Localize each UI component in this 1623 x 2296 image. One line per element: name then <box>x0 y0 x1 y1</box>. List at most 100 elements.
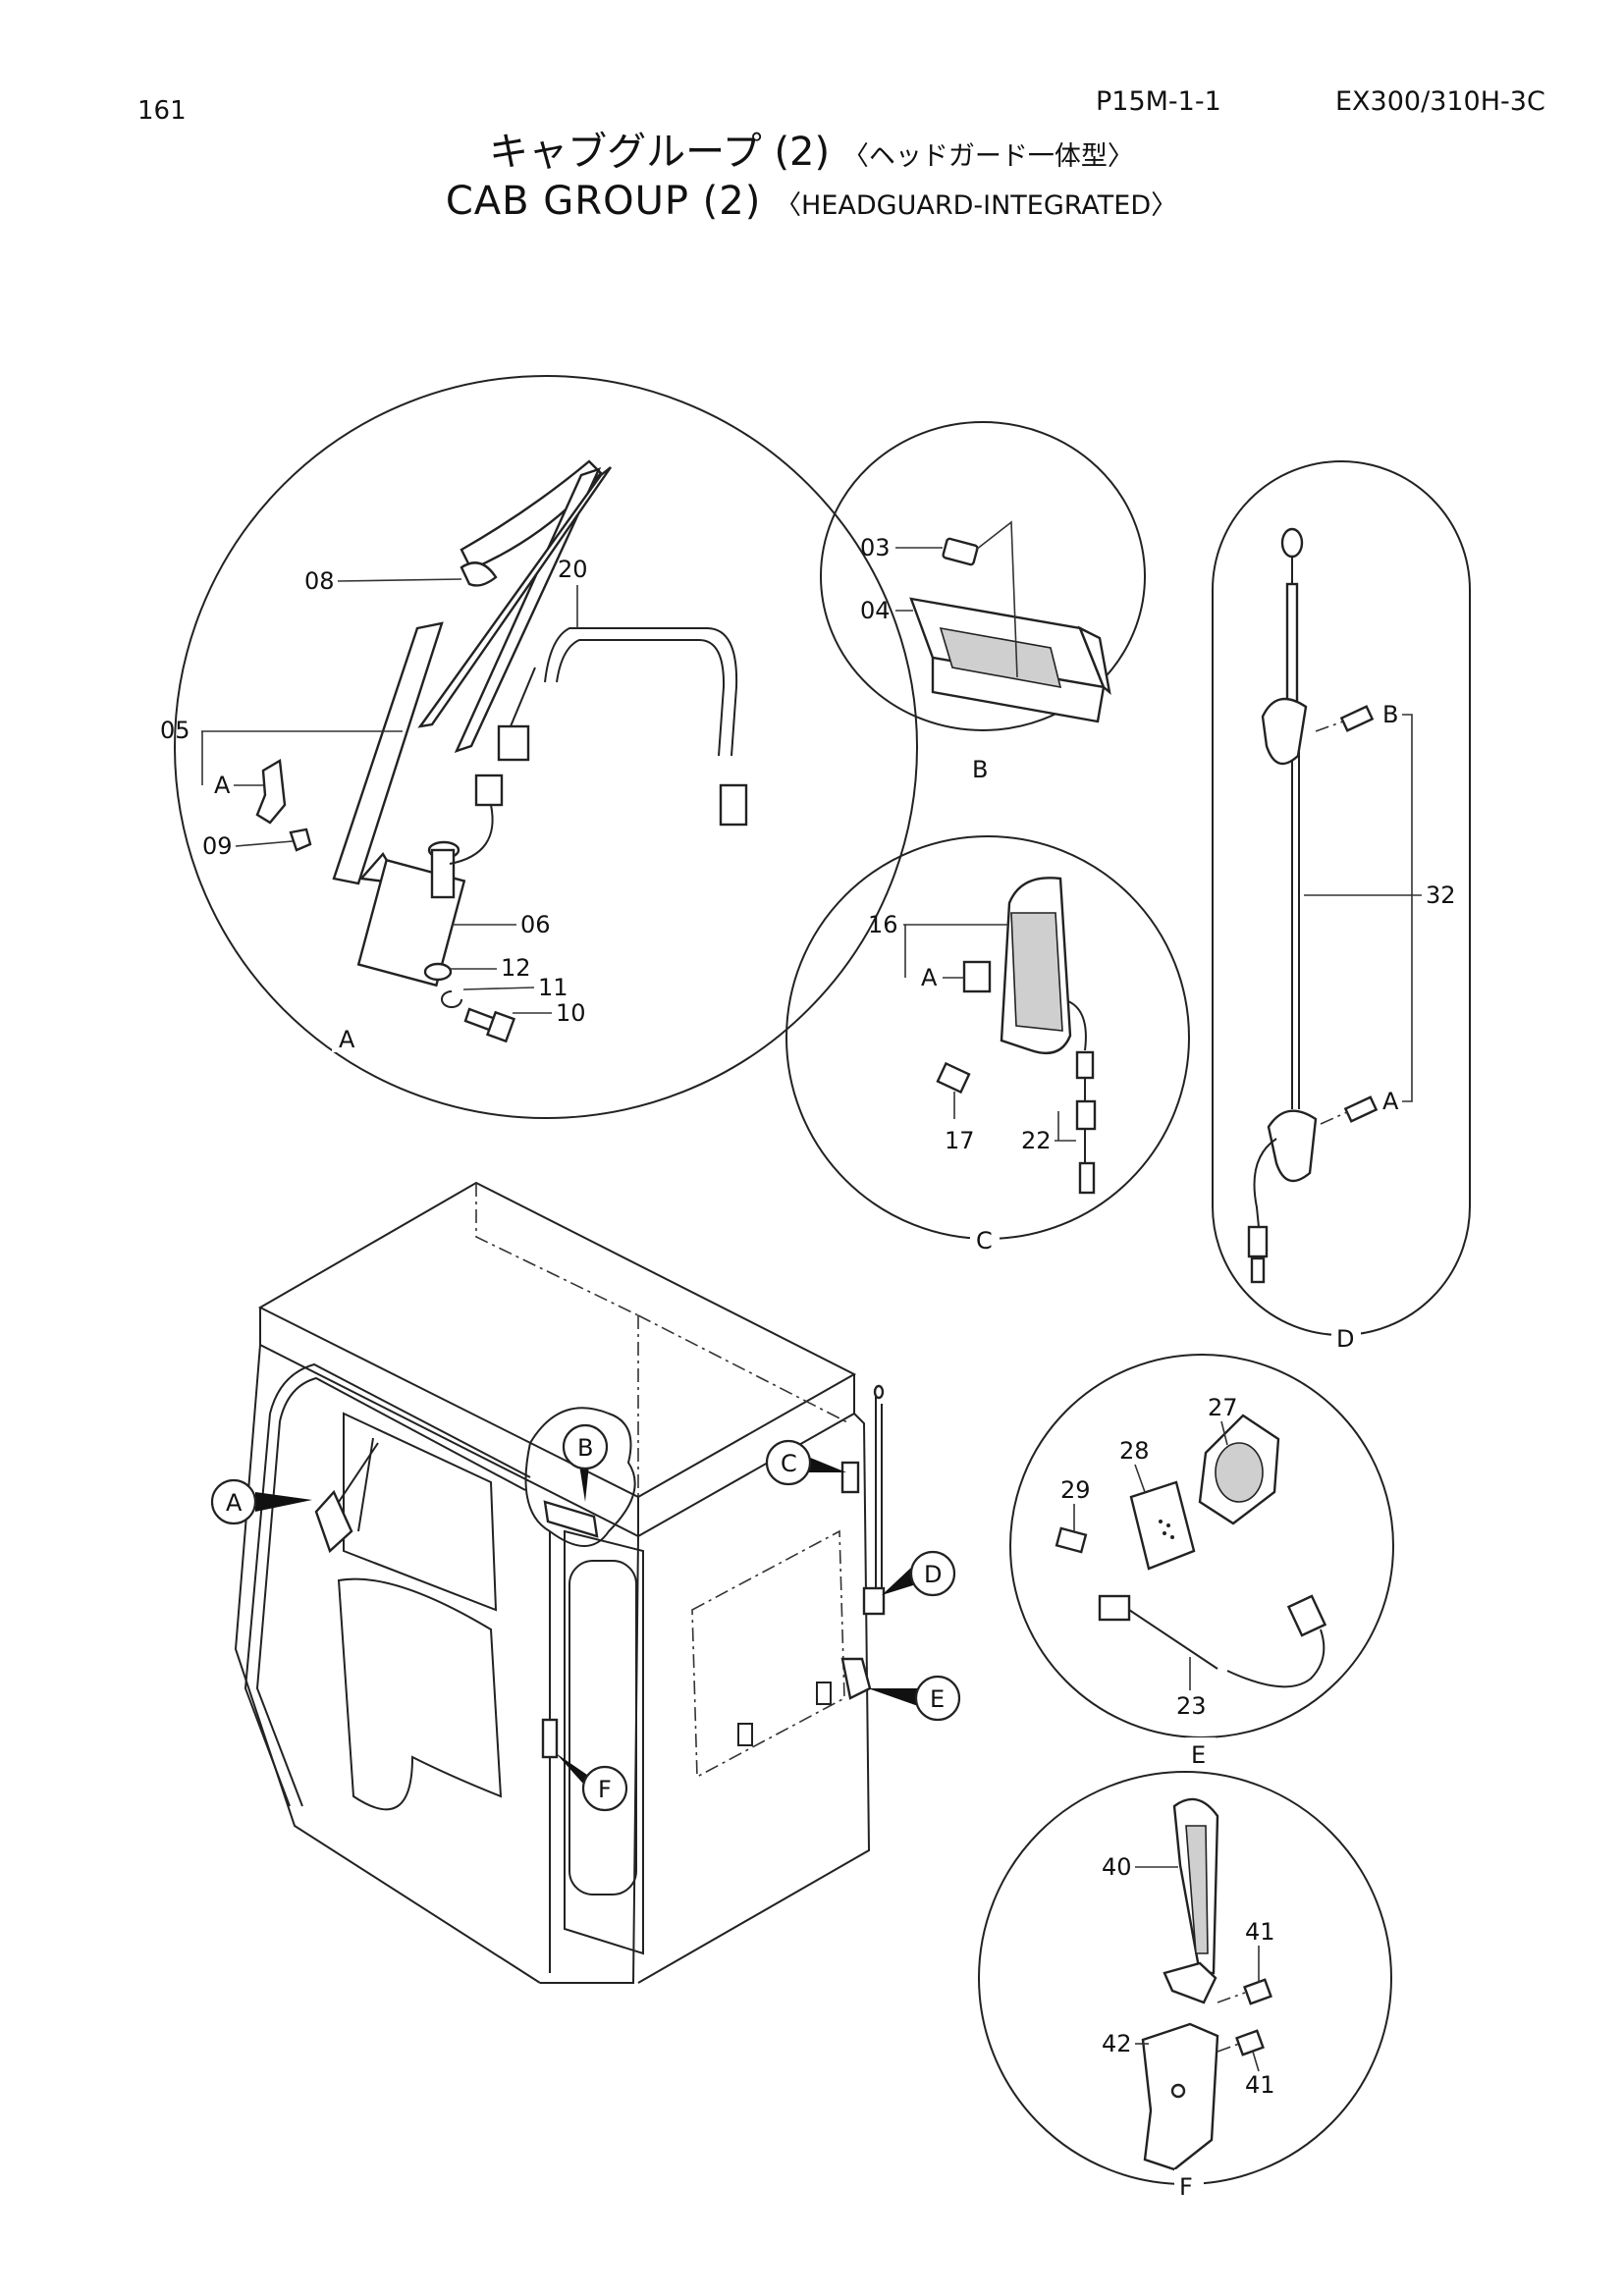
callout-d-label: D <box>924 1561 942 1588</box>
label-17: 17 <box>945 1127 975 1154</box>
label-41-upper: 41 <box>1245 1918 1275 1946</box>
label-05: 05 <box>160 717 190 744</box>
connector-22-bottom <box>1078 1161 1096 1195</box>
bolt-41-lower <box>1235 2029 1265 2056</box>
page-number: 161 <box>137 96 187 126</box>
label-10: 10 <box>556 999 586 1027</box>
callout-a: A <box>210 1478 312 1525</box>
detail-f-caption: F <box>1179 2173 1193 2201</box>
side-window <box>691 1529 845 1779</box>
detail-a-caption: A <box>339 1026 355 1053</box>
wiper-clip <box>460 561 498 587</box>
label-12: 12 <box>501 954 531 982</box>
detail-d-caption: D <box>1336 1325 1354 1353</box>
speaker-wire-a <box>1128 1609 1218 1670</box>
motor-wire <box>449 794 494 865</box>
title-japanese-sub: 〈ヘッドガード一体型〉 <box>841 141 1134 172</box>
lever-grip <box>1185 1825 1209 1954</box>
cab-roof <box>257 1181 857 1499</box>
antenna-cable <box>1253 1138 1277 1228</box>
detail-a-circle <box>174 375 918 1119</box>
label-03: 03 <box>860 534 891 561</box>
headguard-tube-inner <box>279 1376 526 1491</box>
screw-17 <box>936 1061 971 1095</box>
cab-wiper-motor <box>314 1489 353 1554</box>
label-40: 40 <box>1102 1853 1132 1881</box>
callout-f: F <box>556 1753 628 1812</box>
connector-22-top <box>1075 1050 1095 1080</box>
motor-cylinder <box>430 848 456 899</box>
label-16-a: A <box>921 964 938 991</box>
callout-b-label: B <box>577 1434 593 1462</box>
label-27: 27 <box>1208 1394 1238 1421</box>
title-japanese: キャブグループ (2) 〈ヘッドガード一体型〉 <box>0 120 1623 177</box>
callout-f-label: F <box>598 1776 612 1803</box>
detail-b: 03 04 B <box>820 421 1146 783</box>
screw-03 <box>942 537 979 566</box>
door-panel <box>564 1529 644 1955</box>
headguard-pillar-outer <box>243 1413 291 1807</box>
label-05-a: A <box>214 772 231 799</box>
title-japanese-main: キャブグループ (2) <box>489 130 831 175</box>
label-42: 42 <box>1102 2030 1132 2057</box>
detail-c: 16 A 17 22 C <box>785 835 1190 1255</box>
cab-side-bottom <box>637 1413 871 1984</box>
cab-assembly: A B C D E F <box>210 1181 961 1984</box>
harness-branch <box>510 667 536 727</box>
lever-pivot <box>1163 1961 1217 2004</box>
callout-d: D <box>882 1550 956 1597</box>
label-29: 29 <box>1060 1476 1091 1504</box>
screw-d-b <box>1339 705 1375 732</box>
cab-roof-side-edge <box>637 1374 855 1537</box>
detail-a: 08 20 05 A 09 06 12 11 10 A <box>160 375 918 1119</box>
label-d-a: A <box>1382 1088 1399 1115</box>
label-d-b: B <box>1382 701 1398 728</box>
cab-roof-front-edge <box>259 1308 639 1538</box>
cab-front-right-edge <box>540 1535 639 1984</box>
cab-front-profile <box>234 1344 541 1984</box>
callout-c-label: C <box>781 1450 797 1477</box>
document-code: P15M-1-1 <box>1096 86 1221 117</box>
wire-harness-edge <box>556 639 726 757</box>
grab-handle-recess <box>939 626 1062 689</box>
wiper-blade <box>454 466 602 754</box>
speaker-grille <box>1129 1480 1196 1571</box>
cab-speaker <box>840 1657 872 1700</box>
callout-e-label: E <box>930 1685 945 1713</box>
antenna-connector-2 <box>1250 1256 1266 1284</box>
wiper-arm <box>332 621 444 885</box>
snap-ring-11 <box>441 990 462 1008</box>
callout-c: C <box>765 1439 846 1486</box>
front-window-lower <box>337 1577 503 1811</box>
hidden-line-3 <box>637 1314 850 1424</box>
antenna-upper-mount <box>1261 697 1308 766</box>
bolt-41-upper <box>1243 1978 1272 2005</box>
label-28: 28 <box>1119 1437 1150 1465</box>
detail-e-caption: E <box>1191 1741 1206 1769</box>
motor-connector <box>474 774 504 807</box>
detail-c-caption: C <box>976 1227 993 1255</box>
washer-12 <box>423 962 453 982</box>
cab-work-light <box>840 1461 860 1494</box>
label-22: 22 <box>1021 1127 1052 1154</box>
work-light-lens <box>1010 912 1063 1032</box>
antenna-rod-upper <box>1285 582 1299 714</box>
detail-e: 27 28 29 23 E <box>1009 1354 1394 1769</box>
label-11: 11 <box>538 974 568 1001</box>
detail-b-circle <box>820 421 1146 731</box>
bracket-part <box>255 759 287 825</box>
cab-speaker-tab-1 <box>816 1682 832 1705</box>
front-window-upper <box>343 1412 498 1612</box>
bracket-hole <box>1170 2083 1186 2099</box>
callout-b: B <box>562 1423 609 1502</box>
title-english: CAB GROUP (2) 〈HEADGUARD-INTEGRATED〉 <box>0 179 1623 224</box>
detail-d: B 32 A D <box>1212 460 1471 1353</box>
headguard-tube-outer <box>269 1362 531 1478</box>
speaker-wire-b <box>1226 1629 1325 1688</box>
label-08: 08 <box>304 567 335 595</box>
label-06: 06 <box>520 911 551 938</box>
label-04: 04 <box>860 597 891 624</box>
cab-speaker-tab-2 <box>737 1723 753 1746</box>
light-bracket <box>962 960 992 993</box>
